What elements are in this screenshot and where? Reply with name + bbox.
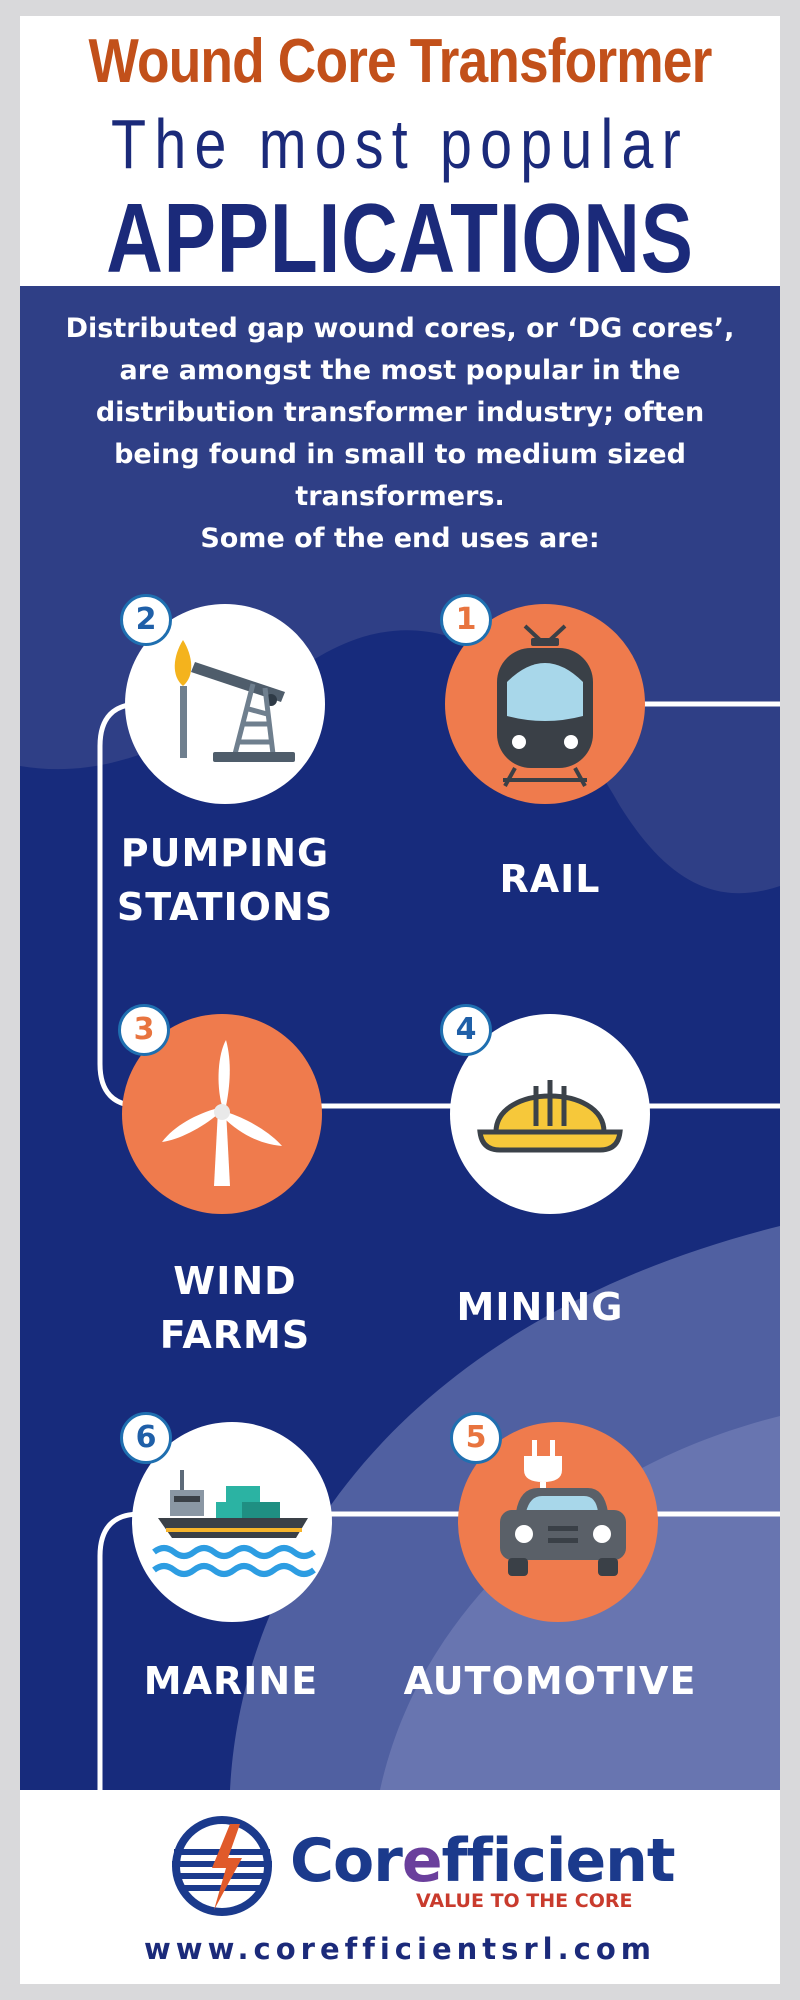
brand-part-1: Cor — [290, 1826, 403, 1896]
badge-5: 5 — [450, 1412, 502, 1464]
label-stations: STATIONS — [116, 885, 334, 929]
label-rail: RAIL — [499, 857, 601, 901]
brand-part-3: fficient — [441, 1826, 676, 1896]
label-farms: FARMS — [159, 1313, 311, 1357]
badge-4: 4 — [440, 1004, 492, 1056]
label-automotive: AUTOMOTIVE — [403, 1659, 697, 1703]
wind-turbine-icon — [162, 1040, 282, 1186]
brand-name: Corefficient — [290, 1826, 676, 1896]
title-line-3: APPLICATIONS — [106, 183, 694, 293]
corefficient-logo-icon — [172, 1816, 272, 1916]
intro-text: Distributed gap wound cores, or ‘DG core… — [50, 308, 750, 560]
intro-paragraph: Distributed gap wound cores, or ‘DG core… — [65, 313, 735, 512]
website-link[interactable]: www.corefficientsrl.com — [144, 1932, 656, 1966]
cargo-ship-icon — [152, 1470, 316, 1577]
oil-pump-icon — [174, 640, 295, 762]
badge-3: 3 — [118, 1004, 170, 1056]
electric-car-icon — [500, 1440, 626, 1576]
badge-2: 2 — [120, 594, 172, 646]
label-pumping: PUMPING — [120, 831, 330, 875]
badge-1: 1 — [440, 594, 492, 646]
footer: Corefficient VALUE TO THE CORE www.coref… — [20, 1790, 780, 1984]
hard-hat-icon — [477, 1080, 623, 1153]
title-line-2: The most popular — [111, 105, 689, 183]
applications-panel: Distributed gap wound cores, or ‘DG core… — [20, 286, 780, 1790]
label-marine: MARINE — [143, 1659, 319, 1703]
header: Wound Core Transformer The most popular … — [20, 16, 780, 293]
title-line-1: Wound Core Transformer — [88, 27, 713, 96]
tram-icon — [497, 624, 593, 787]
label-wind-farms: WIND FARMS — [120, 1254, 350, 1362]
brand-part-2: e — [401, 1826, 443, 1896]
brand-tagline: VALUE TO THE CORE — [416, 1890, 633, 1912]
label-pumping-stations: PUMPING STATIONS — [100, 826, 350, 934]
intro-lead-in: Some of the end uses are: — [200, 523, 600, 554]
label-mining: MINING — [456, 1285, 624, 1329]
badge-6: 6 — [120, 1412, 172, 1464]
label-wind: WIND — [173, 1259, 297, 1303]
